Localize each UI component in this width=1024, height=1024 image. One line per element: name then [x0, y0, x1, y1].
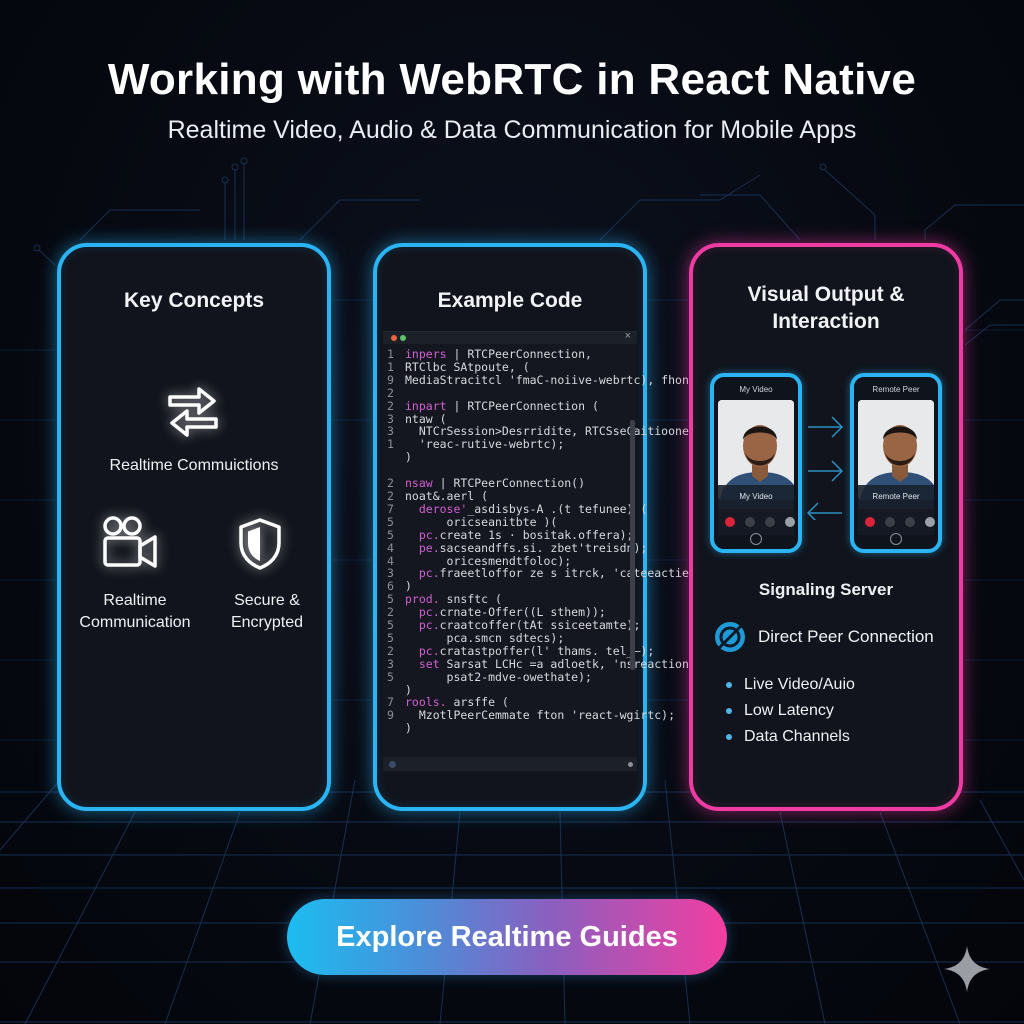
code-line: 3 pc.fraeetloffor ze s itrck, 'cateeacti… [387, 566, 703, 581]
data-flow-arrows-icon [806, 416, 844, 520]
page-subtitle: Realtime Video, Audio & Data Communicati… [167, 116, 857, 144]
peer-connection-icon [715, 622, 745, 652]
status-indicator [389, 761, 396, 768]
swap-arrows-icon [167, 385, 219, 444]
key-concepts-card: Key Concepts Realtime Commuictions Realt… [57, 243, 331, 811]
phone-title: Remote Peer [872, 385, 920, 394]
close-icon[interactable]: × [624, 330, 631, 342]
code-line: 2 pc.crnate-Offer((L sthem)); [387, 605, 606, 620]
editor-scrollbar[interactable] [630, 420, 635, 670]
peer-connection-label: Direct Peer Connection [758, 627, 934, 646]
code-line: ) [405, 682, 412, 697]
visual-output-title: Visual Output & Interaction [747, 283, 905, 333]
code-line: 4 pe.sacseandffs.si. zbet'treisdn); [387, 540, 648, 555]
home-button[interactable] [750, 533, 762, 545]
code-line: 3 NTCrSession>Desrridite, RTCSseCaitioon… [387, 424, 689, 439]
sparkle-icon [944, 946, 990, 992]
editor-statusbar [383, 757, 637, 771]
options-button[interactable] [785, 517, 795, 527]
bullet-dot [726, 734, 732, 740]
code-line: 5 psat2-mdve-owethate); [387, 669, 592, 684]
code-line: ) [405, 450, 412, 465]
signaling-server-label: Signaling Server [758, 580, 894, 599]
options-button[interactable] [925, 517, 935, 527]
page-title: Working with WebRTC in React Native [107, 55, 917, 104]
video-caption: My Video [718, 485, 794, 509]
code-line: 6) [387, 579, 412, 594]
code-line: 2 pc.cratastpoffer(l' thams. tel_—); [387, 643, 655, 658]
camera-toggle-button[interactable] [765, 517, 775, 527]
feature-item: Live Video/Auio [726, 672, 855, 698]
concept-label-realtime-communications: Realtime Commuictions [109, 457, 279, 474]
code-line: 5 pc.craatcoffer(tAt ssiceetamte); [387, 618, 641, 633]
code-line: 4 oricesmendtfoloc); [387, 553, 572, 568]
code-line: 5 pc.create 1s · bositak.offera); [387, 527, 634, 542]
feature-item: Data Channels [726, 724, 855, 750]
video-caption: Remote Peer [858, 485, 934, 509]
code-line: ) [405, 721, 412, 736]
code-line: 7 derose'_asdisbys-A .(t tefunee) ( [387, 501, 648, 516]
feature-item: Low Latency [726, 698, 855, 724]
mute-button[interactable] [885, 517, 895, 527]
concept-label-realtime-communication: Realtime Communication [79, 592, 191, 631]
window-maximize-dot[interactable] [400, 335, 406, 341]
video-camera-icon [101, 515, 159, 576]
bullet-dot [726, 682, 732, 688]
direct-peer-connection: Direct Peer Connection [714, 622, 934, 652]
editor-titlebar: × [383, 330, 637, 344]
code-line: 9 MzotlPeerCemmate fton 'react-wgirtc); [387, 708, 676, 723]
explore-guides-button[interactable]: Explore Realtime Guides [287, 899, 727, 975]
home-button[interactable] [890, 533, 902, 545]
code-line: 2 [387, 385, 394, 400]
concept-label-secure-encrypted: Secure & Encrypted [230, 592, 304, 631]
end-call-button[interactable] [725, 517, 735, 527]
mute-button[interactable] [745, 517, 755, 527]
key-concepts-title: Key Concepts [123, 289, 265, 312]
shield-icon [237, 517, 283, 576]
code-line: 5 oricseanitbte )( [387, 514, 558, 529]
camera-toggle-button[interactable] [905, 517, 915, 527]
call-controls [718, 509, 795, 535]
phone-remote-peer: Remote Peer Remote Peer [850, 373, 942, 553]
code-line: 3 set Sarsat LCHc =a adloetk, 'nsreactio… [387, 656, 703, 671]
example-code-title: Example Code [437, 289, 583, 312]
status-dot [628, 762, 633, 767]
code-line: 5 pca.smcn sdtecs); [387, 630, 565, 645]
bullet-dot [726, 708, 732, 714]
end-call-button[interactable] [865, 517, 875, 527]
phone-title: My Video [739, 385, 773, 394]
phone-my-video: My Video My Video [710, 373, 802, 553]
call-controls [858, 509, 935, 535]
code-line: 1 'reac-rutive-webrtc); [387, 437, 565, 452]
window-close-dot[interactable] [391, 335, 397, 341]
feature-list: Live Video/Auio Low Latency Data Channel… [726, 672, 855, 750]
